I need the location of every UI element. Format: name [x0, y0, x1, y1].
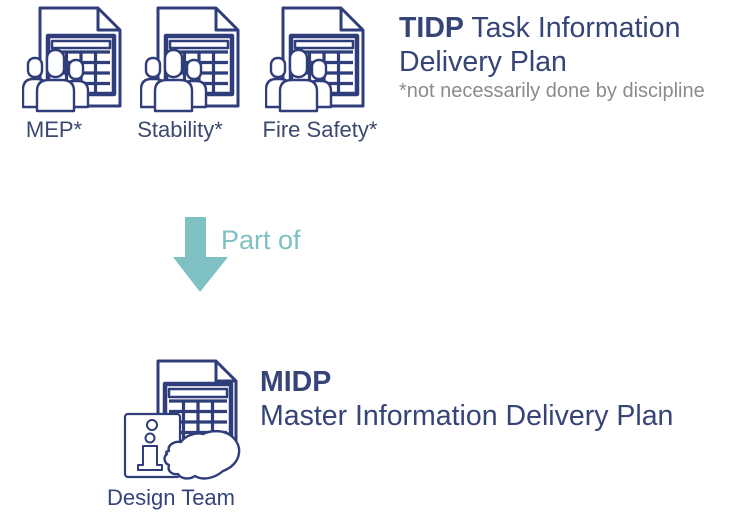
tidp-document-mep-icon [22, 6, 122, 116]
tidp-title-text: Task Information Delivery Plan [399, 12, 681, 78]
tidp-document-fire-safety-icon [265, 6, 365, 116]
tidp-document-stability-icon [140, 6, 240, 116]
tidp-acronym: TIDP [399, 12, 464, 44]
midp-heading: MIDP Master Information Delivery Plan [260, 365, 700, 433]
label-stability: Stability* [137, 117, 223, 142]
label-mep: MEP* [25, 117, 83, 142]
midp-title-text: Master Information Delivery Plan [260, 400, 674, 432]
midp-acronym: MIDP [260, 366, 332, 398]
part-of-label: Part of [221, 225, 301, 255]
midp-document-handover-icon [103, 356, 245, 488]
tidp-footnote: *not necessarily done by discipline [399, 80, 705, 102]
label-design-team: Design Team [107, 485, 235, 510]
down-arrow-icon [171, 217, 229, 292]
label-fire-safety: Fire Safety* [262, 117, 378, 142]
tidp-heading: TIDP Task Information Delivery Plan [399, 11, 724, 79]
